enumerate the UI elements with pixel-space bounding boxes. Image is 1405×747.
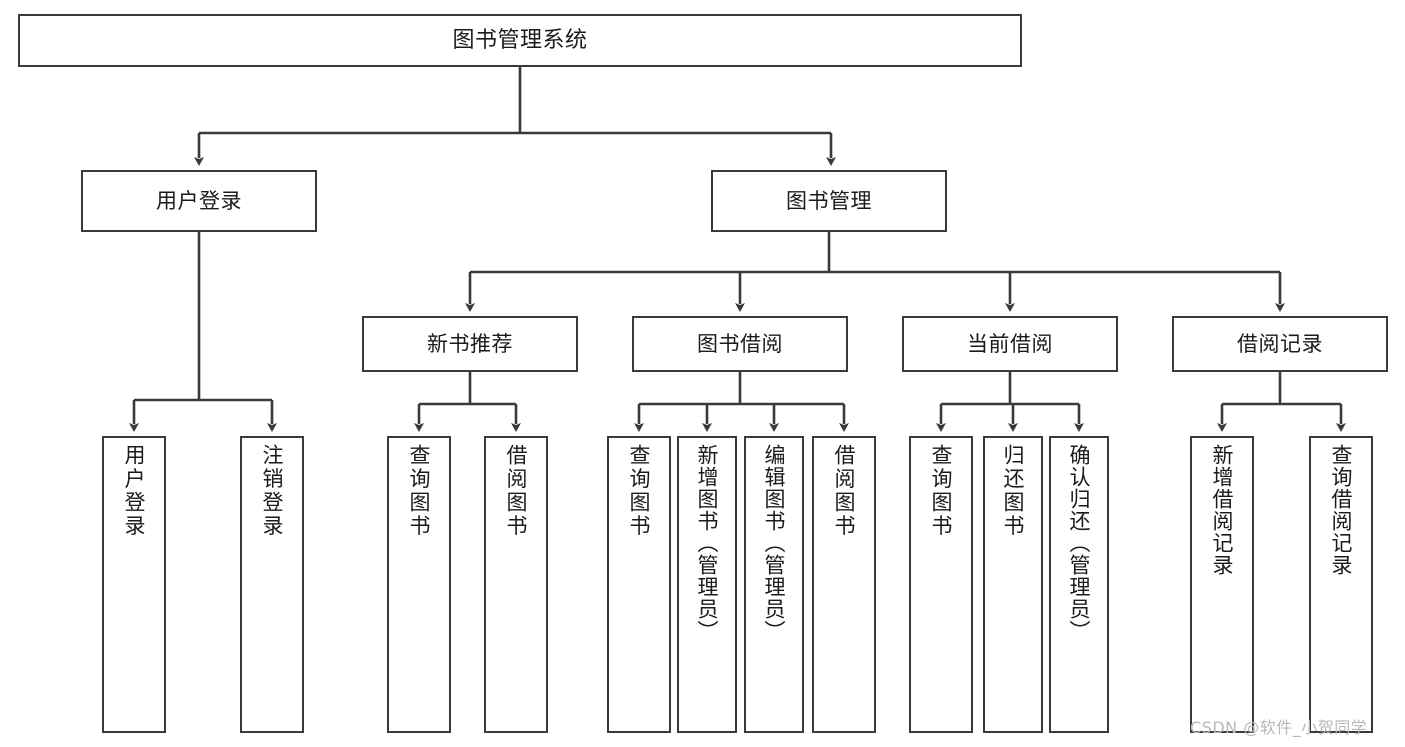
leaf-user-login[interactable]: 用户登录	[102, 436, 166, 733]
leaf-logout[interactable]: 注销登录	[240, 436, 304, 733]
node-label: 图书管理	[786, 188, 872, 213]
node-label: 新书推荐	[427, 331, 513, 356]
node-label: 借阅图书	[832, 444, 857, 538]
leaf-query-book-current[interactable]: 查询图书	[909, 436, 973, 733]
leaf-return-book[interactable]: 归还图书	[983, 436, 1043, 733]
node-label: 编辑图书（管理员）	[762, 444, 787, 642]
node-current-borrow[interactable]: 当前借阅	[902, 316, 1118, 372]
node-root-system[interactable]: 图书管理系统	[18, 14, 1022, 67]
leaf-add-book-admin[interactable]: 新增图书（管理员）	[677, 436, 737, 733]
node-label: 图书借阅	[697, 331, 783, 356]
watermark-text: CSDN @软件_小贺同学	[1190, 718, 1368, 737]
node-label: 确认归还（管理员）	[1067, 444, 1092, 642]
node-label: 借阅图书	[504, 444, 529, 538]
node-label: 查询图书	[407, 444, 432, 538]
node-label: 注销登录	[260, 444, 285, 538]
leaf-query-book-newbook[interactable]: 查询图书	[387, 436, 451, 733]
node-book-borrow[interactable]: 图书借阅	[632, 316, 848, 372]
node-user-login[interactable]: 用户登录	[81, 170, 317, 232]
node-new-book-recommend[interactable]: 新书推荐	[362, 316, 578, 372]
node-label: 图书管理系统	[452, 27, 588, 53]
leaf-borrow-book[interactable]: 借阅图书	[812, 436, 876, 733]
node-label: 借阅记录	[1237, 331, 1323, 356]
node-label: 查询图书	[627, 444, 652, 538]
leaf-add-borrow-record[interactable]: 新增借阅记录	[1190, 436, 1254, 733]
leaf-query-borrow-record[interactable]: 查询借阅记录	[1309, 436, 1373, 733]
node-label: 用户登录	[122, 444, 147, 538]
leaf-edit-book-admin[interactable]: 编辑图书（管理员）	[744, 436, 804, 733]
node-label: 新增借阅记录	[1210, 444, 1235, 576]
leaf-confirm-return-admin[interactable]: 确认归还（管理员）	[1049, 436, 1109, 733]
node-label: 归还图书	[1001, 444, 1026, 538]
node-label: 查询借阅记录	[1329, 444, 1354, 576]
leaf-borrow-book-newbook[interactable]: 借阅图书	[484, 436, 548, 733]
node-label: 查询图书	[929, 444, 954, 538]
node-label: 用户登录	[156, 188, 242, 213]
node-label: 新增图书（管理员）	[695, 444, 720, 642]
node-book-management[interactable]: 图书管理	[711, 170, 947, 232]
leaf-query-book-borrow[interactable]: 查询图书	[607, 436, 671, 733]
node-label: 当前借阅	[967, 331, 1053, 356]
node-borrow-record[interactable]: 借阅记录	[1172, 316, 1388, 372]
